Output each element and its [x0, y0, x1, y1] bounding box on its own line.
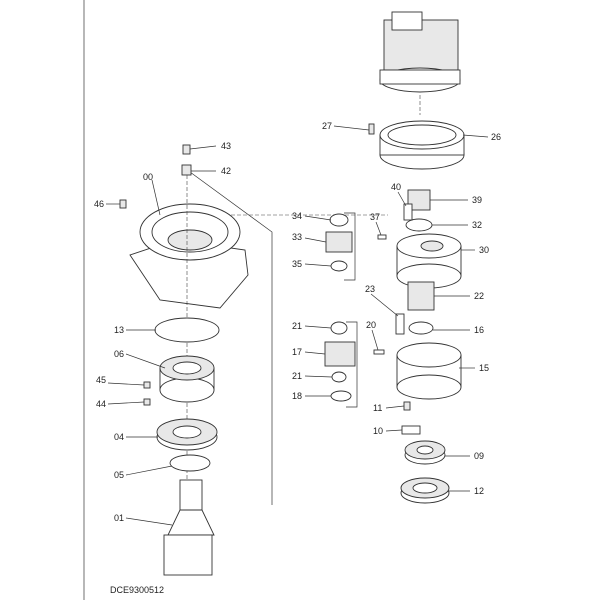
part-06-bearing — [159, 355, 215, 403]
label-27: 27 — [322, 121, 332, 131]
label-22: 22 — [474, 291, 484, 301]
part-12-seal — [400, 477, 450, 504]
part-17-planet-gear — [324, 341, 356, 367]
part-45-bolt — [143, 381, 151, 389]
part-46-plug — [119, 199, 127, 209]
part-42-elbow — [181, 164, 192, 176]
part-13-seal — [154, 317, 220, 343]
label-06: 06 — [114, 349, 124, 359]
part-21-bearing — [330, 321, 348, 335]
stage1-bracket — [344, 212, 356, 281]
part-09-collar — [404, 440, 446, 465]
part-15-carrier — [396, 342, 462, 400]
label-23: 23 — [365, 284, 375, 294]
part-20-pin — [373, 349, 385, 355]
part-27-bolt — [368, 123, 375, 135]
label-42: 42 — [221, 166, 231, 176]
label-21: 21 — [292, 321, 302, 331]
leader-lines — [106, 125, 489, 526]
part-44-plug — [143, 398, 151, 406]
label-40: 40 — [391, 182, 401, 192]
part-33-planet-gear — [325, 231, 353, 253]
part-40-pin — [403, 203, 413, 221]
label-30: 30 — [479, 245, 489, 255]
label-32: 32 — [472, 220, 482, 230]
hydraulic-motor — [379, 11, 461, 93]
part-26-ring-gear — [379, 120, 465, 170]
label-37: 37 — [370, 212, 380, 222]
label-43: 43 — [221, 141, 231, 151]
label-01: 01 — [114, 513, 124, 523]
part-11-bolt — [403, 401, 411, 411]
label-16: 16 — [474, 325, 484, 335]
label-12: 12 — [474, 486, 484, 496]
label-09: 09 — [474, 451, 484, 461]
label-44: 44 — [96, 399, 106, 409]
part-34-bearing — [329, 213, 349, 227]
label-17: 17 — [292, 347, 302, 357]
part-43-plug — [182, 144, 191, 155]
label-13: 13 — [114, 325, 124, 335]
assembly-boundary-line — [189, 171, 273, 505]
part-32-thrust-plate — [405, 218, 433, 232]
part-35-washer — [330, 260, 348, 272]
label-04: 04 — [114, 432, 124, 442]
label-10: 10 — [373, 426, 383, 436]
drawing-code: DCE9300512 — [110, 585, 164, 595]
label-20: 20 — [366, 320, 376, 330]
label-34: 34 — [292, 211, 302, 221]
label-15: 15 — [479, 363, 489, 373]
label-46: 46 — [94, 199, 104, 209]
label-21-lower: 21 — [292, 371, 302, 381]
label-05: 05 — [114, 470, 124, 480]
label-45: 45 — [96, 375, 106, 385]
label-26: 26 — [491, 132, 501, 142]
label-33: 33 — [292, 232, 302, 242]
part-00-housing — [129, 203, 249, 309]
label-11: 11 — [373, 403, 382, 413]
stage2-bracket — [346, 321, 358, 408]
part-30-carrier — [396, 233, 462, 289]
part-04-bearing — [156, 418, 218, 451]
part-01-shaft — [163, 479, 215, 576]
part-10-lock-plate — [401, 425, 421, 435]
label-35: 35 — [292, 259, 302, 269]
label-39: 39 — [472, 195, 482, 205]
label-00: 00 — [143, 172, 153, 182]
part-18-washer — [330, 390, 352, 402]
label-18: 18 — [292, 391, 302, 401]
part-21-bearing-lower — [331, 371, 347, 383]
part-16-thrust-plate — [408, 321, 434, 335]
part-37-pin — [377, 234, 387, 240]
part-05-collar — [169, 454, 211, 472]
part-23-pin — [395, 313, 405, 335]
part-22-sun-gear — [407, 281, 435, 311]
